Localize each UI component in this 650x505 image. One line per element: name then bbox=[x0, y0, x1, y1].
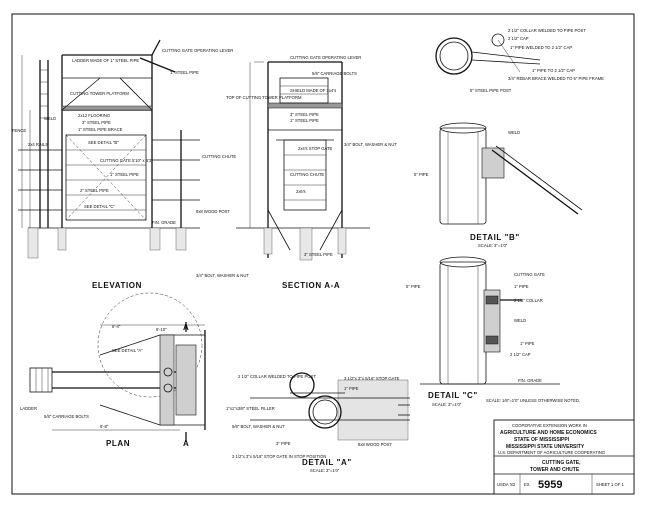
plan-dim1: 6'-4" bbox=[112, 324, 121, 329]
tb-line1: COOPERATIVE EXTENSION WORK IN bbox=[512, 423, 587, 428]
elev-brace-label: 1" STEEL PIPE BRACE bbox=[78, 127, 123, 132]
detail-c-view: CUTTING GATE 1" PIPE 2 1/2" COLLAR WELD … bbox=[406, 256, 580, 407]
db-weld-label: WELD bbox=[508, 130, 520, 135]
dc-pipe5-label: 5" PIPE bbox=[406, 284, 421, 289]
elev-lever-label: CUTTING GATE OPERATING LEVER bbox=[162, 48, 233, 53]
general-scale-note: SCALE: 1/8"=1'0" UNLESS OTHERWISE NOTED. bbox=[486, 398, 580, 403]
section-view: CUTTING GATE OPERATING LEVER 5/8" CARRIA… bbox=[226, 55, 397, 290]
elev-fence-label: FENCE bbox=[12, 128, 26, 133]
da-stopgate-label: 3 1/2"x 3"x 5/16" STOP GATE bbox=[344, 376, 400, 381]
detail-b-view: WELD 5" PIPE DETAIL "B" SCALE: 3"=1'0" bbox=[414, 122, 583, 248]
sec-bolt-label: 3/4" BOLT, WASHER & NUT bbox=[344, 142, 397, 147]
da-collar-label: 2 1/2" COLLAR WELDED TO PIPE POST bbox=[238, 374, 316, 379]
sec-stopgate-label: 2x4's STOP GATE bbox=[298, 146, 333, 151]
sec-chute-label: CUTTING CHUTE bbox=[290, 172, 324, 177]
db-brace-label: 3/4" REBAR BRACE WELDED TO 5" PIPE FRAME bbox=[508, 76, 604, 81]
dc-gate-label: CUTTING GATE bbox=[514, 272, 545, 277]
tb-ex-label: EX. bbox=[524, 482, 531, 487]
dc-weld-label: WELD bbox=[514, 318, 526, 323]
dc-pipe1-label: 1" PIPE bbox=[514, 284, 529, 289]
da-pipe1-label: 1" PIPE bbox=[344, 386, 359, 391]
elev-flooring-label: 2x12 FLOORING bbox=[78, 113, 110, 118]
detail-c-scale: SCALE: 3"=1'0" bbox=[432, 402, 462, 407]
elev-weld-label: WELD bbox=[44, 116, 56, 121]
detail-a-scale: SCALE: 3"=1'0" bbox=[310, 468, 340, 473]
title-block: COOPERATIVE EXTENSION WORK IN AGRICULTUR… bbox=[493, 419, 635, 495]
sec-lever-label: CUTTING GATE OPERATING LEVER bbox=[290, 55, 361, 60]
plan-dim3: 6'-8" bbox=[100, 424, 109, 429]
tb-line5: U.S. DEPARTMENT OF AGRICULTURE COOPERATI… bbox=[498, 450, 605, 455]
sec-pipe3-label: 3" STEEL PIPE bbox=[290, 112, 319, 117]
elev-bolt-label: 3/4" BOLT, WASHER & NUT bbox=[196, 273, 249, 278]
tb-sheet: SHEET 1 OF 1 bbox=[596, 482, 625, 487]
detail-b-title: DETAIL "B" bbox=[470, 233, 520, 242]
detail-b-top-view: 2 1/2" COLLAR WELDED TO PIPE POST 2 1/2"… bbox=[435, 28, 604, 93]
elevation-view: LADDER MADE OF 1" STEEL PIPE CUTTING TOW… bbox=[12, 39, 249, 290]
tb-line4: MISSISSIPPI STATE UNIVERSITY bbox=[506, 444, 585, 450]
elev-detailb-label: SEE DETAIL "B" bbox=[88, 140, 119, 145]
plan-title: PLAN bbox=[106, 439, 130, 448]
db-cap-label: 2 1/2" CAP bbox=[508, 36, 529, 41]
db-pipeweld-label: 1" PIPE WELDED TO 2 1/2" CAP bbox=[510, 45, 572, 50]
dc-pipe1b-label: 1" PIPE bbox=[520, 341, 535, 346]
sec-top-label: TOP OF CUTTING TOWER PLATFORM bbox=[226, 95, 302, 100]
db-collar-label: 2 1/2" COLLAR WELDED TO PIPE POST bbox=[508, 28, 586, 33]
elev-grade-label: FIN. GRADE bbox=[152, 220, 176, 225]
sec-pipebottom-label: 3" STEEL PIPE bbox=[304, 252, 333, 257]
sec-carriage-label: 5/8" CARRIAGE BOLTS bbox=[312, 71, 357, 76]
plan-dim2: 6'-10" bbox=[156, 327, 167, 332]
dc-collar-label: 2 1/2" COLLAR bbox=[514, 298, 543, 303]
detail-a-title: DETAIL "A" bbox=[302, 458, 352, 467]
elev-ladder-label: LADDER MADE OF 1" STEEL PIPE bbox=[72, 58, 139, 63]
elevation-title: ELEVATION bbox=[92, 281, 142, 290]
tb-title2: TOWER AND CHUTE bbox=[530, 467, 580, 473]
dc-grade-label: FIN. GRADE bbox=[518, 378, 542, 383]
elev-gate-label: CUTTING GATE 5'10" x 6'3" bbox=[100, 158, 153, 163]
elev-platform-label: CUTTING TOWER PLATFORM bbox=[70, 91, 129, 96]
db-pipe5-label: 5" PIPE bbox=[414, 172, 429, 177]
sec-shield-label: SHIELD MADE OF 2x4's bbox=[290, 88, 336, 93]
da-pipe3-label: 3" PIPE bbox=[276, 441, 291, 446]
section-title: SECTION A-A bbox=[282, 281, 340, 290]
tb-ex-number: 5959 bbox=[538, 479, 562, 491]
sec-rails-label: 2x6's bbox=[296, 189, 306, 194]
tb-line3: STATE OF MISSISSIPPI bbox=[514, 437, 570, 443]
da-bolt-label: 5/8" BOLT, WASHER & NUT bbox=[232, 424, 285, 429]
db-pipecap-label: 1" PIPE TO 2 1/2" CAP bbox=[532, 68, 575, 73]
plan-detaila-label: SEE DETAIL "A" bbox=[112, 348, 143, 353]
elev-chute-label: CUTTING CHUTE bbox=[202, 154, 236, 159]
plan-carriage-label: 5/8" CARRIAGE BOLTS bbox=[44, 414, 89, 419]
da-post-label: 8x8 WOOD POST bbox=[358, 442, 392, 447]
elev-rails-label: 2x4 RAILS bbox=[28, 142, 48, 147]
detail-c-title: DETAIL "C" bbox=[428, 391, 478, 400]
elev-pipe1-label: 1" STEEL PIPE bbox=[170, 70, 199, 75]
db-post-label: 5" STEEL PIPE POST bbox=[470, 88, 512, 93]
tb-line2: AGRICULTURE AND HOME ECONOMICS bbox=[500, 430, 597, 436]
plan-section-mark-bottom: A bbox=[183, 439, 189, 448]
plan-ladder-label: LADDER bbox=[20, 406, 37, 411]
sheet-border bbox=[11, 13, 635, 495]
elev-post-label: 8x8 WOOD POST bbox=[196, 209, 230, 214]
elev-gatepipe-label: 1" STEEL PIPE bbox=[110, 172, 139, 177]
plan-section-mark-top: A bbox=[183, 323, 189, 332]
elev-steelpipe-label: 3" STEEL PIPE bbox=[82, 120, 111, 125]
detail-b-scale: SCALE: 3"=1'0" bbox=[478, 243, 508, 248]
da-stoppos-label: 3 1/2"x 3"x 5/16" STOP GATE IN STOP POSI… bbox=[232, 454, 326, 459]
elev-2pipe-label: 2" STEEL PIPE bbox=[80, 188, 109, 193]
tb-drawn: USDA '83 bbox=[497, 482, 516, 487]
tb-title1: CUTTING GATE, bbox=[542, 460, 581, 466]
sec-pipe1-label: 1" STEEL PIPE bbox=[290, 118, 319, 123]
detail-a-view: 2 1/2" COLLAR WELDED TO PIPE POST 3 1/2"… bbox=[226, 372, 410, 473]
plan-view: SEE DETAIL "A" LADDER 5/8" CARRIAGE BOLT… bbox=[20, 292, 206, 448]
elev-detailc-label: SEE DETAIL "C" bbox=[84, 204, 115, 209]
da-filler-label: 1"x1"x3/8" STEEL FILLER bbox=[226, 406, 275, 411]
dc-cap-label: 2 1/2" CAP bbox=[510, 352, 531, 357]
